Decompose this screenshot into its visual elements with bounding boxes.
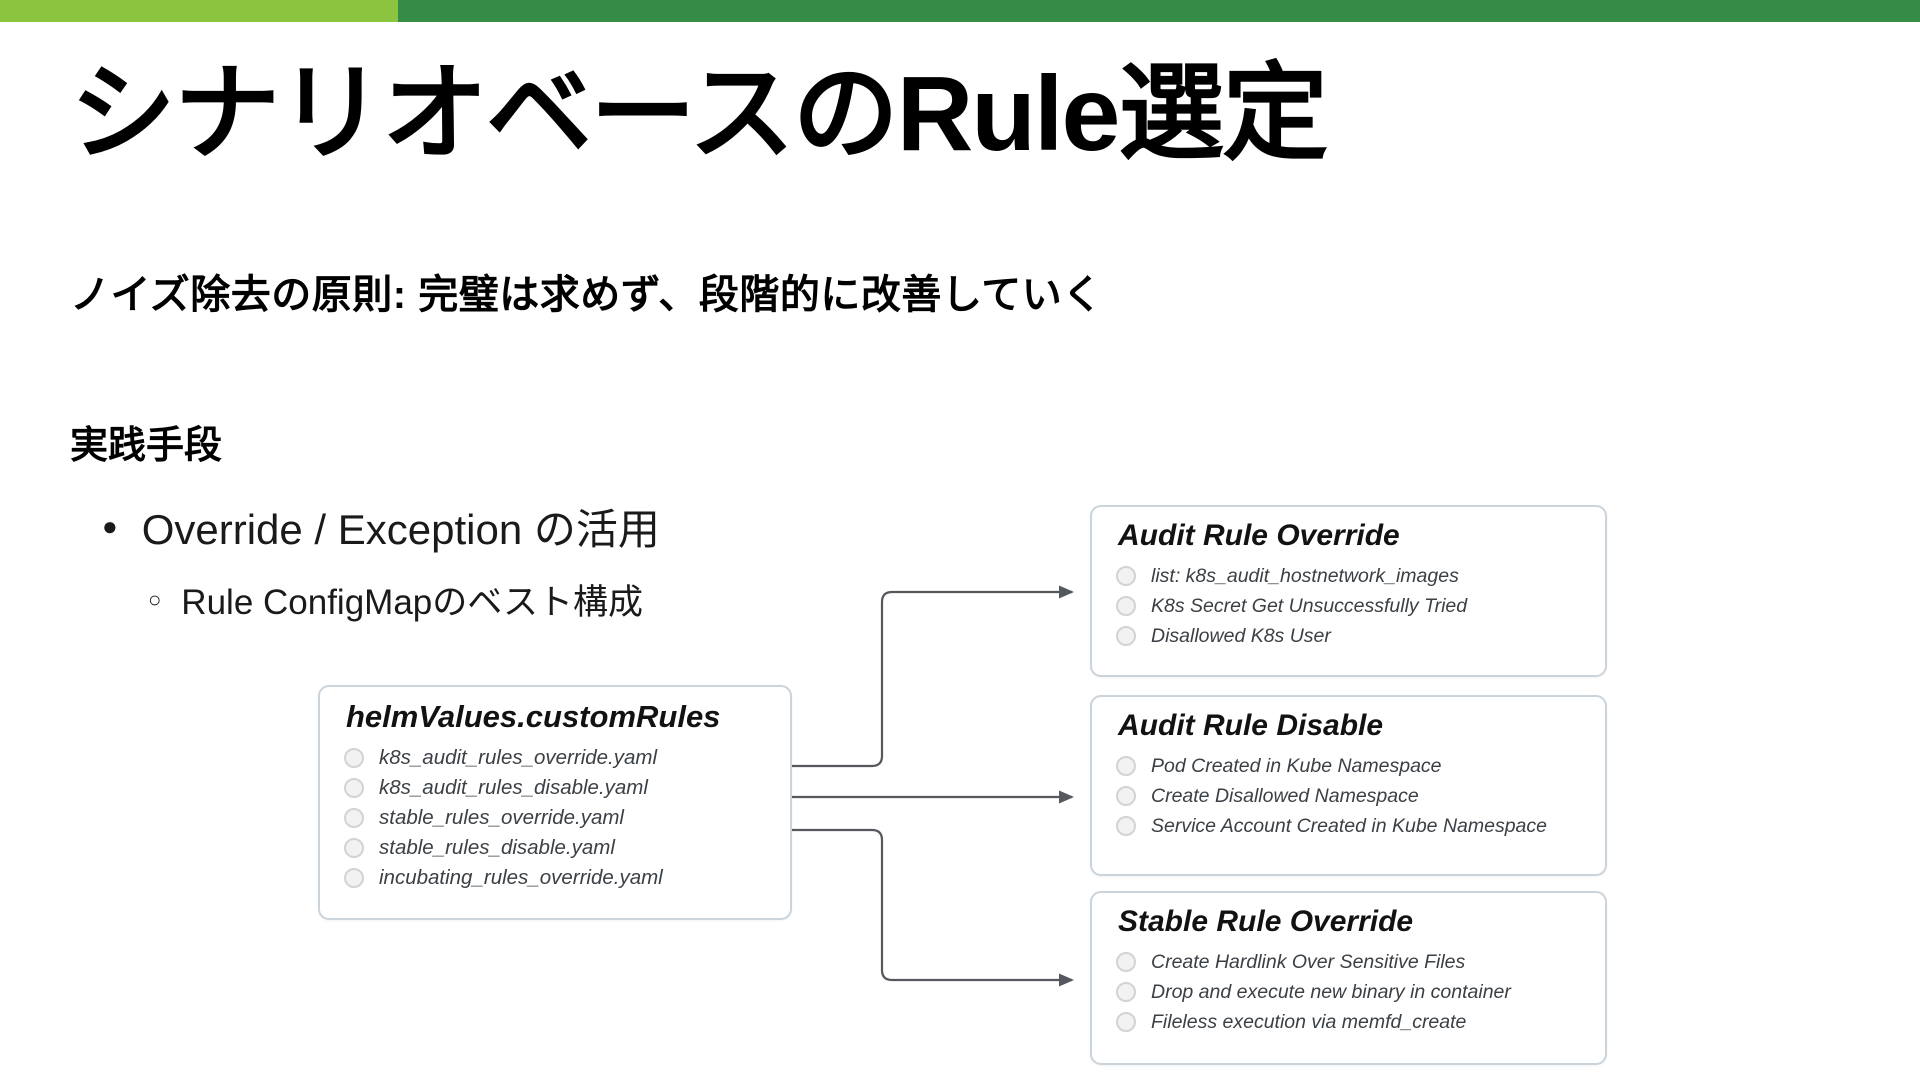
- radio-circle-icon: [1116, 786, 1136, 806]
- radio-circle-icon: [1116, 566, 1136, 586]
- radio-circle-icon: [1116, 596, 1136, 616]
- list-item: k8s_audit_rules_disable.yaml: [320, 773, 790, 803]
- radio-circle-icon: [1116, 952, 1136, 972]
- target-box-stable-rule-override: Stable Rule Override Create Hardlink Ove…: [1090, 891, 1607, 1065]
- list-item-label: Pod Created in Kube Namespace: [1151, 754, 1442, 777]
- list-item: Drop and execute new binary in container: [1092, 977, 1605, 1007]
- accent-bar-light: [0, 0, 398, 22]
- radio-circle-icon: [1116, 982, 1136, 1002]
- radio-circle-icon: [1116, 1012, 1136, 1032]
- list-item-label: k8s_audit_rules_override.yaml: [379, 746, 658, 769]
- list-item: Create Hardlink Over Sensitive Files: [1092, 947, 1605, 977]
- list-item-label: Create Disallowed Namespace: [1151, 784, 1419, 807]
- list-item-label: incubating_rules_override.yaml: [379, 866, 663, 889]
- connector-stable: [792, 828, 1074, 987]
- target-box-title: Audit Rule Override: [1118, 519, 1400, 552]
- radio-circle-icon: [1116, 626, 1136, 646]
- hollow-bullet-icon: ○: [148, 586, 162, 612]
- target-box-audit-rule-override: Audit Rule Override list: k8s_audit_host…: [1090, 505, 1607, 677]
- list-item-label: Service Account Created in Kube Namespac…: [1151, 814, 1547, 837]
- list-item-label: K8s Secret Get Unsuccessfully Tried: [1151, 594, 1468, 617]
- radio-circle-icon: [344, 808, 364, 828]
- bullet-level2-label: Rule ConfigMapのベスト構成: [181, 583, 643, 622]
- list-item: Create Disallowed Namespace: [1092, 781, 1605, 811]
- accent-bar-dark: [398, 0, 1920, 22]
- section-heading: 実践手段: [70, 425, 223, 467]
- bullet-level1-label: Override / Exception の活用: [141, 506, 660, 553]
- list-item-label: Disallowed K8s User: [1151, 624, 1331, 647]
- list-item: incubating_rules_override.yaml: [320, 863, 790, 893]
- list-item-label: Drop and execute new binary in container: [1151, 980, 1511, 1003]
- filled-bullet-icon: ●: [102, 511, 118, 541]
- list-item-label: stable_rules_override.yaml: [379, 806, 624, 829]
- page-title: シナリオベースのRule選定: [70, 55, 1328, 173]
- radio-circle-icon: [344, 868, 364, 888]
- bullet-level2: ○ Rule ConfigMapのベスト構成: [148, 574, 643, 625]
- target-box-title: Stable Rule Override: [1118, 905, 1414, 938]
- list-item: stable_rules_override.yaml: [320, 803, 790, 833]
- radio-circle-icon: [344, 748, 364, 768]
- list-item: stable_rules_disable.yaml: [320, 833, 790, 863]
- list-item: Fileless execution via memfd_create: [1092, 1007, 1605, 1037]
- target-box-title: Audit Rule Disable: [1118, 709, 1384, 742]
- source-box-title: helmValues.customRules: [346, 699, 721, 734]
- list-item-label: k8s_audit_rules_disable.yaml: [379, 776, 648, 799]
- connector-override: [792, 585, 1074, 768]
- source-box-helmvalues: helmValues.customRules k8s_audit_rules_o…: [318, 685, 792, 920]
- list-item: Service Account Created in Kube Namespac…: [1092, 811, 1605, 841]
- bullet-level1: ● Override / Exception の活用: [102, 496, 660, 557]
- list-item: Disallowed K8s User: [1092, 621, 1605, 651]
- target-box-audit-rule-disable: Audit Rule Disable Pod Created in Kube N…: [1090, 695, 1607, 876]
- list-item-label: Fileless execution via memfd_create: [1151, 1010, 1467, 1033]
- radio-circle-icon: [1116, 816, 1136, 836]
- list-item: Pod Created in Kube Namespace: [1092, 751, 1605, 781]
- list-item-label: list: k8s_audit_hostnetwork_images: [1151, 564, 1459, 587]
- list-item: k8s_audit_rules_override.yaml: [320, 743, 790, 773]
- subtitle: ノイズ除去の原則: 完璧は求めず、段階的に改善していく: [70, 273, 1103, 317]
- radio-circle-icon: [1116, 756, 1136, 776]
- radio-circle-icon: [344, 838, 364, 858]
- radio-circle-icon: [344, 778, 364, 798]
- list-item: list: k8s_audit_hostnetwork_images: [1092, 561, 1605, 591]
- list-item-label: Create Hardlink Over Sensitive Files: [1151, 950, 1466, 973]
- list-item: K8s Secret Get Unsuccessfully Tried: [1092, 591, 1605, 621]
- list-item-label: stable_rules_disable.yaml: [379, 836, 615, 859]
